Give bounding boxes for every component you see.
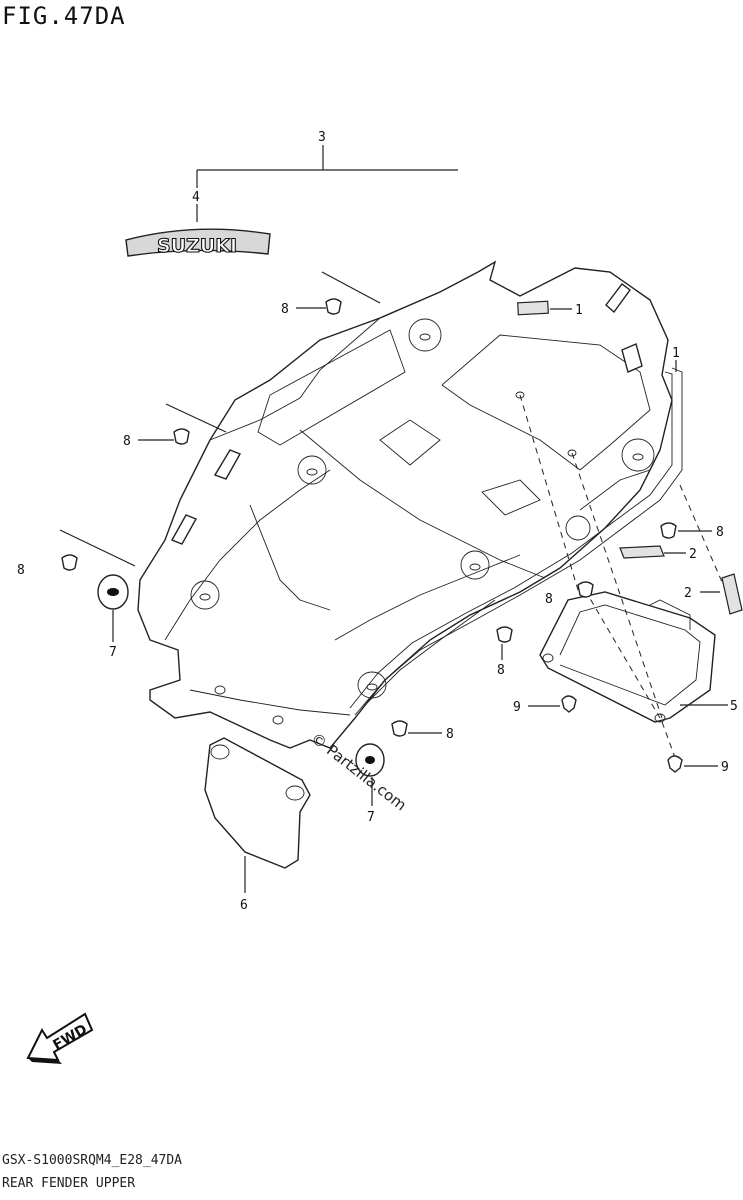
rear-fender-main: [137, 260, 683, 749]
callout-5: 5: [730, 699, 738, 714]
callout-4: 4: [192, 190, 200, 205]
callout-1-upper: 1: [575, 303, 583, 318]
callout-8-lower: 8: [497, 663, 505, 678]
callout-2-right: 2: [684, 586, 692, 601]
part-1-labels: 1 1: [517, 300, 680, 372]
callout-8-far-left: 8: [17, 563, 25, 578]
callout-7-bottom: 7: [367, 810, 375, 825]
emblem-text: SUZUKI: [157, 235, 237, 257]
part-9-screws: 9 9: [513, 695, 729, 775]
part-6-flap: 6: [204, 737, 311, 913]
part-7-grommets: 7 7: [97, 574, 385, 825]
callout-3: 3: [318, 130, 326, 145]
fwd-arrow: FWD: [26, 1012, 94, 1064]
callout-8-bottom: 8: [446, 727, 454, 742]
callout-8-top: 8: [281, 302, 289, 317]
part-2-labels: 2 2: [619, 545, 743, 615]
callout-6: 6: [240, 898, 248, 913]
watermark: © Partzilla.com: [308, 729, 410, 814]
callout-9-left: 9: [513, 700, 521, 715]
figure-subtitle: REAR FENDER UPPER: [2, 1176, 136, 1191]
callout-8-right: 8: [716, 525, 724, 540]
suzuki-emblem: SUZUKI: [125, 228, 271, 258]
callout-7-left: 7: [109, 645, 117, 660]
callout-2-upper: 2: [689, 547, 697, 562]
callout-group-3-4: 3 4: [192, 130, 458, 222]
callout-8-left: 8: [123, 434, 131, 449]
part-8-fasteners: 8 8 8 8 8 8 8: [17, 271, 724, 742]
callout-8-center: 8: [545, 592, 553, 607]
model-code: GSX-S1000SRQM4_E28_47DA: [2, 1153, 183, 1168]
callout-1-right: 1: [672, 346, 680, 361]
callout-9-right: 9: [721, 760, 729, 775]
figure-title: FIG.47DA: [2, 2, 126, 30]
